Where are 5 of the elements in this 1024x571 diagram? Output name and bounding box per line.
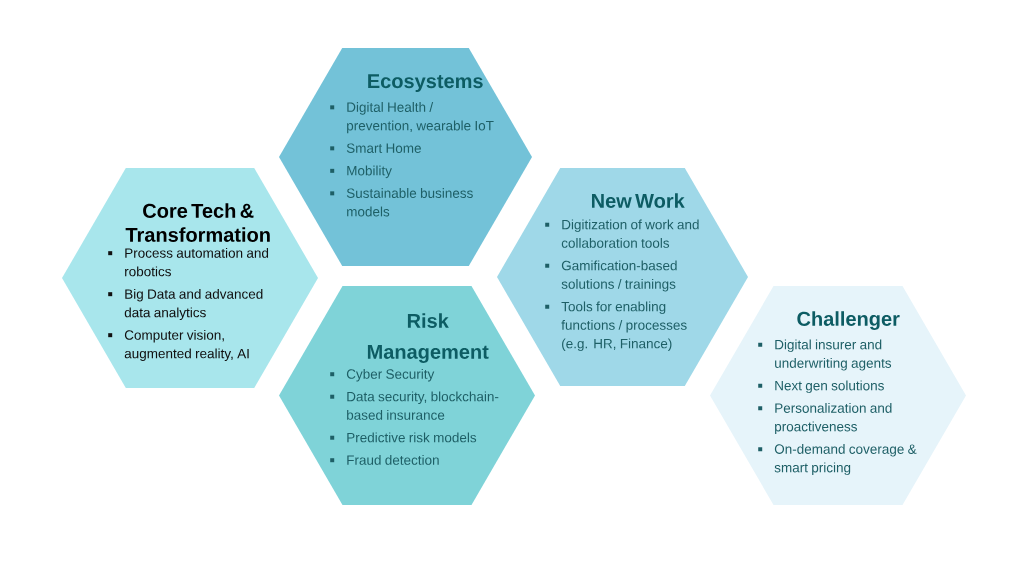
hexagon: Core Tech & Transformation Process automation and robotics Big Data and advanced data analytics Computer vision, augmented reality, AI — [62, 168, 318, 388]
hexagon: Challenger Digital insurer and underwriting agents Next gen solutions Personalization and proactiveness On-demand coverage & smart pricing — [710, 286, 966, 505]
hexagon: Ecosystems Digital Health / prevention, wearable IoT Smart Home Mobility Sustainable business models — [279, 48, 532, 266]
hexagon: Risk Management Cyber Security Data security, blockchain-based insurance Predictive risk models Fraud detection — [279, 286, 535, 505]
hexagon: New Work Digitization of work and collaboration tools Gamification-based solutions / trainings Tools for enabling functions / processes (e.g. HR, Finance) — [497, 168, 748, 386]
